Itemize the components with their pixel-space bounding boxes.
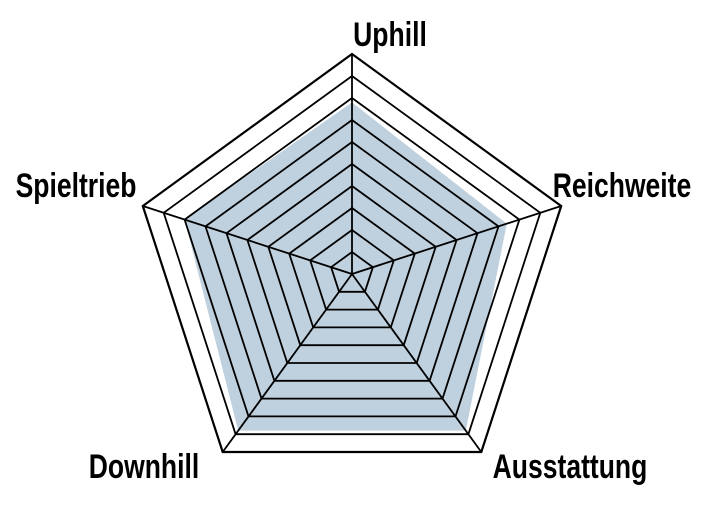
- axis-label-downhill: Downhill: [89, 448, 199, 486]
- series-area-0: [184, 102, 507, 431]
- grid-ring-2: [309, 228, 395, 311]
- label-layer: Uphill Reichweite Ausstattung Downhill S…: [16, 16, 692, 486]
- series-layer: [184, 102, 507, 431]
- grid-ring-7: [204, 118, 500, 400]
- grid-ring-3: [288, 206, 416, 329]
- grid-ring-9: [162, 74, 542, 436]
- spoke-4: [142, 205, 353, 275]
- grid-ring-5: [246, 162, 458, 364]
- grid-ring-4: [267, 184, 437, 347]
- spoke-2: [351, 273, 483, 453]
- grid-ring-10: [141, 52, 563, 454]
- grid-ring-8: [183, 96, 521, 418]
- axis-label-uphill: Uphill: [353, 16, 427, 54]
- axis-label-ausstattung: Ausstattung: [493, 448, 648, 486]
- axis-label-spieltrieb: Spieltrieb: [16, 167, 137, 205]
- grid-ring-6: [225, 140, 479, 382]
- axis-label-reichweite: Reichweite: [553, 167, 692, 205]
- spoke-3: [221, 273, 353, 453]
- spoke-1: [351, 205, 562, 275]
- grid-layer: [141, 52, 563, 454]
- grid-ring-1: [330, 250, 374, 293]
